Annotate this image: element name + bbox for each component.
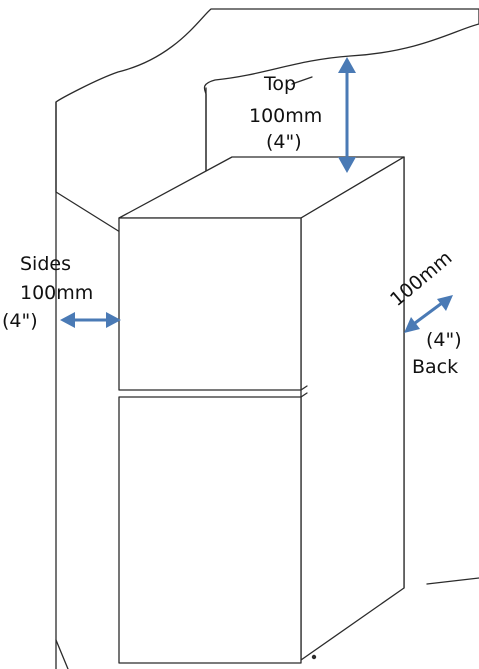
top-label-leader: [291, 76, 313, 85]
side-clearance-arrow: [60, 312, 121, 328]
top-measure: 100mm: [249, 105, 322, 127]
sides-label: Sides: [20, 253, 71, 275]
back-imperial: (4"): [426, 329, 462, 351]
fridge-foot: [311, 654, 317, 660]
floor-left: [55, 639, 69, 669]
top-clearance-arrow: [338, 57, 356, 173]
top-label: Top: [263, 73, 296, 95]
freezer-door: [118, 217, 302, 391]
back-label: Back: [412, 356, 458, 378]
back-clearance-arrow: [404, 295, 453, 333]
sides-measure: 100mm: [20, 282, 93, 304]
left-wall: [55, 8, 479, 233]
top-imperial: (4"): [266, 131, 302, 153]
sides-imperial: (4"): [2, 310, 38, 332]
door-gap-side: [300, 385, 308, 398]
fridge-side-face: [300, 156, 405, 661]
floor-line: [426, 577, 479, 585]
refrigerator: [118, 156, 405, 664]
fridge-door: [118, 396, 302, 664]
